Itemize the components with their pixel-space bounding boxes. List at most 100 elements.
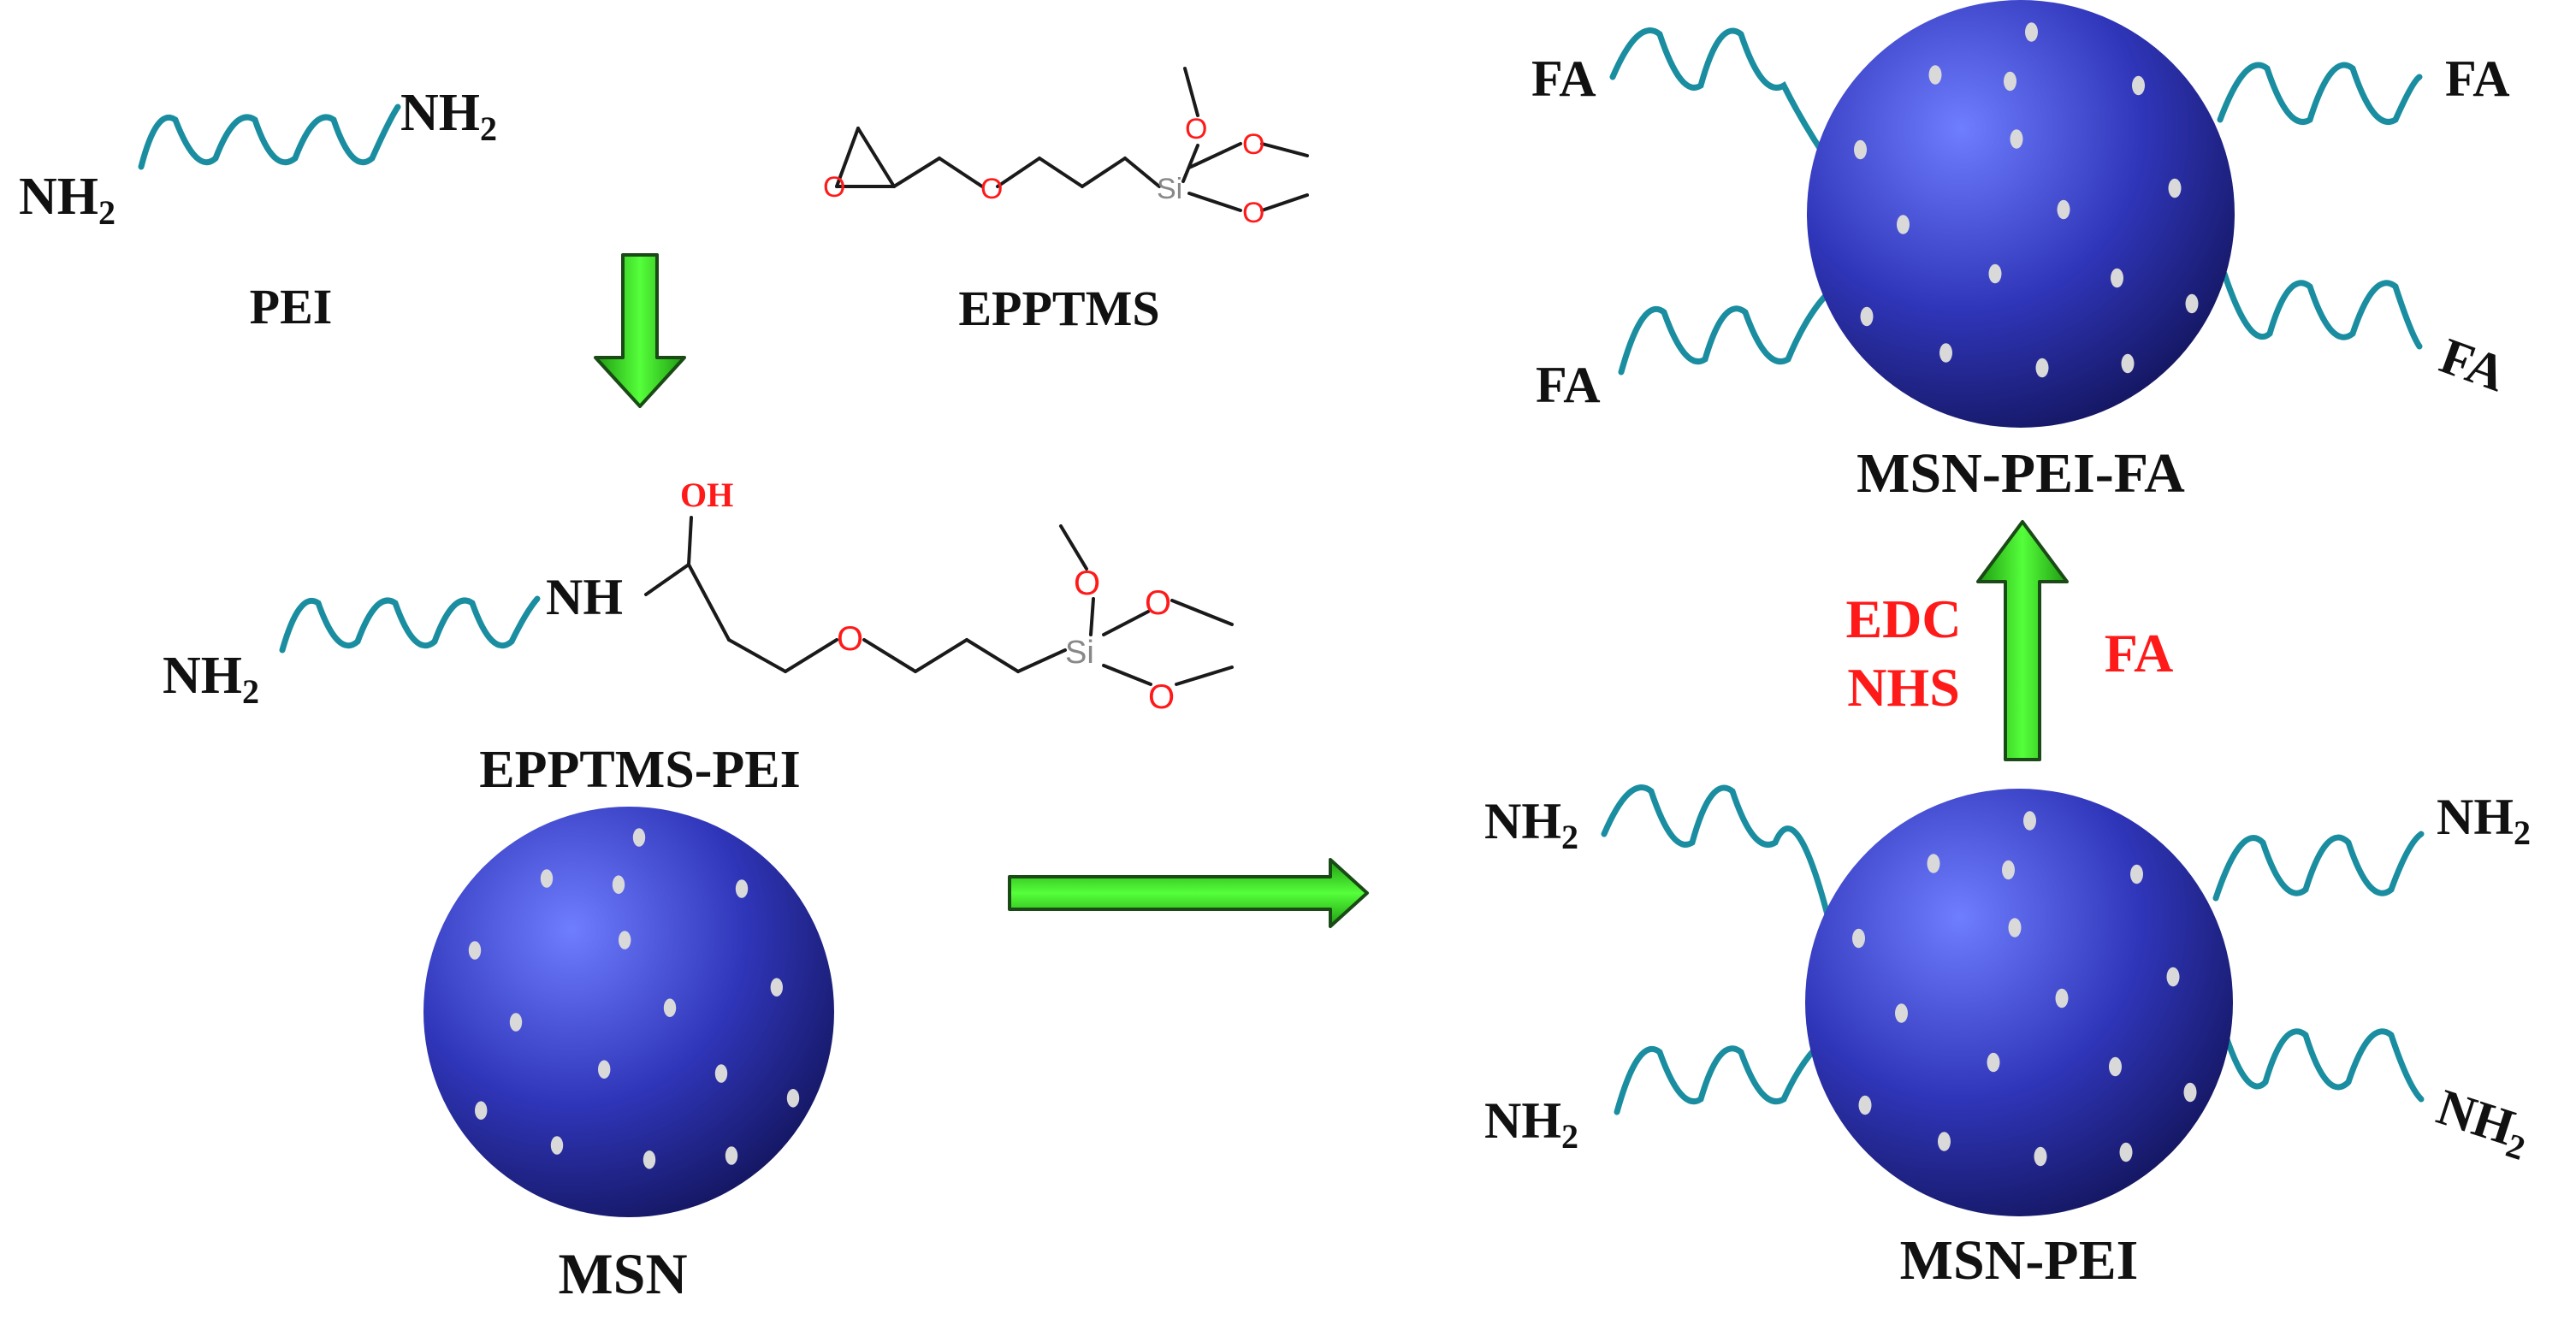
pore-dot xyxy=(540,869,554,888)
intermediate-bonds xyxy=(644,516,1234,686)
msn-pei-fa-particle: FA FA FA FA MSN-PEI-FA xyxy=(1531,0,2514,505)
epptms-epoxide-oxygen: O xyxy=(823,171,845,204)
intermediate-silicon: Si xyxy=(1065,635,1094,671)
pei-amine-right: NH2 xyxy=(400,84,497,148)
pore-dot xyxy=(632,828,646,847)
epptms-silicon: Si xyxy=(1157,173,1182,205)
epptms-methoxy-oxygen-1: O xyxy=(1185,113,1207,145)
fa-chain-bottom-left xyxy=(1618,283,1839,376)
pore-dot xyxy=(2109,1056,2122,1077)
arrow-up-to-msn-pei-fa xyxy=(1976,520,2069,761)
epptms-pei-molecule: NH2 NH OH O Si O O O EPPTMS-PEI xyxy=(163,476,1234,799)
pore-dot xyxy=(2002,860,2015,880)
msn-pei-amine-bottom-right: NH2 xyxy=(2428,1079,2537,1168)
fa-end-bottom-right: FA xyxy=(2433,327,2514,402)
pore-dot xyxy=(1938,1132,1951,1151)
pore-dot xyxy=(1852,928,1865,949)
intermediate-label: EPPTMS-PEI xyxy=(479,741,800,799)
pore-dot xyxy=(509,1013,523,1032)
pore-dot xyxy=(1854,139,1867,160)
pore-dot xyxy=(2008,918,2022,937)
arrow-down-to-intermediate xyxy=(594,253,686,408)
pore-dot xyxy=(468,941,482,960)
msn-pei-fa-pores xyxy=(1854,22,2199,378)
msn-pei-chain-bottom-left xyxy=(1614,1032,1834,1115)
pore-dot xyxy=(2166,967,2180,987)
pore-dot xyxy=(2034,1146,2047,1167)
pore-dot xyxy=(2121,353,2135,374)
fa-end-top-right: FA xyxy=(2445,50,2510,107)
intermediate-linker-nh: NH xyxy=(546,569,623,625)
pore-dot xyxy=(1897,215,1910,234)
intermediate-hydroxyl: OH xyxy=(680,476,733,514)
pei-molecule: NH2 NH2 PEI xyxy=(19,84,497,334)
pore-dot xyxy=(2010,129,2023,149)
msn-particle: MSN xyxy=(423,807,834,1306)
msn-sphere xyxy=(423,807,834,1217)
epptms-molecule: O O Si O O O EPPTMS xyxy=(823,67,1309,336)
intermediate-chain xyxy=(279,595,541,654)
pore-dot xyxy=(735,879,749,898)
pore-dot xyxy=(663,998,677,1017)
msn-pei-amine-top-left: NH2 xyxy=(1484,793,1578,856)
msn-pei-particle: NH2 NH2 NH2 NH2 MSN-PEI xyxy=(1484,784,2537,1292)
pore-dot xyxy=(1895,1003,1908,1023)
pore-dot xyxy=(2035,358,2049,378)
msn-pei-amine-bottom-left: NH2 xyxy=(1484,1092,1578,1156)
intermediate-amine: NH2 xyxy=(163,647,259,711)
pore-dot xyxy=(475,1101,488,1120)
pore-dot xyxy=(550,1136,564,1155)
msn-pores xyxy=(468,828,800,1169)
pore-dot xyxy=(2025,22,2038,42)
pore-dot xyxy=(770,978,783,997)
reagent-edc: EDC xyxy=(1845,589,1961,649)
epptms-ether-oxygen: O xyxy=(980,173,1003,205)
epptms-label: EPPTMS xyxy=(958,281,1159,336)
pore-dot xyxy=(619,931,631,949)
reagent-nhs: NHS xyxy=(1847,657,1960,718)
msn-pei-amine-top-right: NH2 xyxy=(2437,789,2531,852)
pore-dot xyxy=(1927,854,1940,873)
epptms-methoxy-oxygen-3: O xyxy=(1242,197,1264,229)
msn-pei-chain-top-left xyxy=(1601,784,1834,932)
msn-pei-chain-bottom-right xyxy=(2217,1014,2425,1103)
pei-chain xyxy=(138,104,401,170)
pore-dot xyxy=(2023,811,2036,831)
epptms-methoxy-oxygen-2: O xyxy=(1242,128,1264,161)
fa-chain-top-left xyxy=(1609,27,1839,174)
intermediate-ether-oxygen: O xyxy=(837,620,863,658)
arrow-right-to-msn-pei xyxy=(1008,858,1369,928)
pore-dot xyxy=(2004,71,2016,92)
pore-dot xyxy=(643,1150,656,1169)
pei-label: PEI xyxy=(250,279,333,334)
epptms-bonds xyxy=(835,67,1309,212)
fa-chain-bottom-right xyxy=(2221,270,2423,350)
fa-end-bottom-left: FA xyxy=(1536,357,1601,413)
msn-label: MSN xyxy=(558,1241,687,1306)
pore-dot xyxy=(2183,1082,2197,1103)
pore-dot xyxy=(1860,306,1874,327)
msn-pei-fa-label: MSN-PEI-FA xyxy=(1856,442,2185,505)
pore-dot xyxy=(725,1146,738,1165)
msn-pei-pores xyxy=(1852,811,2197,1167)
pore-dot xyxy=(2185,293,2199,314)
fa-chain-top-right xyxy=(2217,62,2423,125)
pore-dot xyxy=(598,1060,611,1079)
reaction-conditions: EDC NHS FA xyxy=(1845,589,2173,718)
pore-dot xyxy=(2168,178,2182,198)
pore-dot xyxy=(786,1089,800,1108)
pei-amine-left: NH2 xyxy=(19,168,115,232)
pore-dot xyxy=(2130,864,2143,884)
pore-dot xyxy=(1928,65,1942,85)
pore-dot xyxy=(1939,343,1952,363)
pore-dot xyxy=(1858,1095,1872,1115)
msn-pei-label: MSN-PEI xyxy=(1900,1229,2139,1292)
intermediate-methoxy-oxygen-3: O xyxy=(1148,678,1175,716)
intermediate-methoxy-oxygen-2: O xyxy=(1145,584,1171,622)
pore-dot xyxy=(1988,263,2002,284)
pore-dot xyxy=(2132,75,2145,96)
pore-dot xyxy=(2119,1142,2133,1162)
fa-end-top-left: FA xyxy=(1531,50,1596,107)
reactant-fa: FA xyxy=(2105,623,2174,683)
